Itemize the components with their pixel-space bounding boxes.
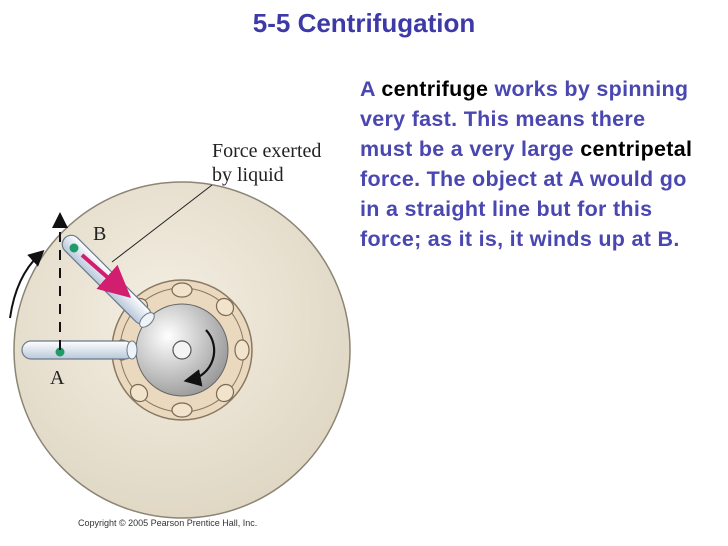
copyright-notice: Copyright © 2005 Pearson Prentice Hall, … xyxy=(78,518,258,528)
rotation-arrow-icon xyxy=(183,329,216,387)
point-b-label: B xyxy=(93,223,106,245)
motion-arc-icon xyxy=(9,249,45,319)
label-leader-line xyxy=(111,184,213,263)
force-label-line1: Force exerted xyxy=(212,140,321,162)
point-a-label: A xyxy=(50,367,65,389)
point-a-dot xyxy=(55,347,65,357)
text-run: A xyxy=(360,77,382,101)
force-arrow xyxy=(80,253,132,298)
point-b-dot xyxy=(69,243,79,253)
text-run: works by spinning very fast. This means … xyxy=(360,77,689,161)
term-centripetal: centripetal xyxy=(580,137,693,161)
test-tube-a xyxy=(21,340,138,360)
text-run: force. The object at A would go in a str… xyxy=(360,167,687,251)
slide-title: 5-5 Centrifugation xyxy=(252,8,476,38)
centrifuge-diagram: Force exerted by liquid B A xyxy=(9,140,351,519)
force-label-line2: by liquid xyxy=(212,164,284,186)
body-paragraph: A centrifuge works by spinning very fast… xyxy=(360,74,700,254)
term-centrifuge: centrifuge xyxy=(381,77,489,101)
